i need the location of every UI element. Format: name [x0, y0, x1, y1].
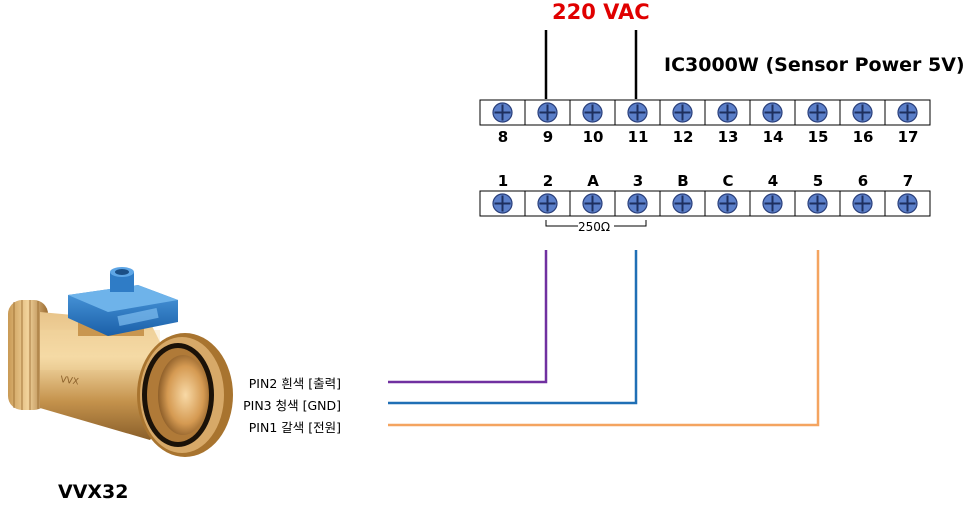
terminal-strip-top — [479, 99, 931, 126]
pin3-label: PIN3 청색 [GND] — [243, 398, 341, 413]
terminal-A — [569, 190, 616, 217]
terminal-number-B: B — [677, 172, 689, 190]
terminal-number-12: 12 — [672, 128, 694, 146]
pin2-label: PIN2 흰색 [출력] — [248, 376, 341, 391]
terminal-C — [704, 190, 751, 217]
terminal-number-9: 9 — [542, 128, 554, 146]
terminal-number-3: 3 — [632, 172, 644, 190]
resistor-bracket — [545, 220, 647, 227]
terminal-number-A: A — [587, 172, 599, 190]
wire-pin1-power — [388, 250, 820, 427]
terminal-number-C: C — [722, 172, 734, 190]
terminal-6 — [839, 190, 886, 217]
terminal-8 — [479, 99, 526, 126]
wiring-diagram: VVX 220 VAC IC3000W (Sensor Power 5V) 8 9… — [8, 0, 965, 503]
terminal-17 — [884, 99, 931, 126]
terminal-7 — [884, 190, 931, 217]
sensor-model-label: VVX32 — [58, 481, 129, 503]
terminal-number-16: 16 — [852, 128, 874, 146]
wire-pin2-output — [388, 250, 548, 384]
terminal-1 — [479, 190, 526, 217]
pin1-label: PIN1 갈색 [전원] — [248, 420, 341, 435]
terminal-number-6: 6 — [857, 172, 869, 190]
terminal-5 — [794, 190, 841, 217]
terminal-4 — [749, 190, 796, 217]
terminal-number-5: 5 — [812, 172, 824, 190]
wire-pin3-gnd — [388, 250, 638, 405]
terminal-number-13: 13 — [717, 128, 739, 146]
terminal-number-10: 10 — [582, 128, 604, 146]
terminal-strip-bottom — [479, 190, 931, 217]
terminal-number-4: 4 — [767, 172, 779, 190]
terminal-14 — [749, 99, 796, 126]
terminal-10 — [569, 99, 616, 126]
svg-text:VVX: VVX — [60, 375, 80, 387]
vvx32-sensor-image: VVX — [8, 267, 233, 457]
terminal-number-15: 15 — [807, 128, 829, 146]
terminal-B — [659, 190, 706, 217]
diagram-canvas: VVX — [8, 30, 931, 457]
terminal-number-7: 7 — [902, 172, 914, 190]
supply-voltage-label: 220 VAC — [552, 0, 650, 24]
terminal-number-1: 1 — [497, 172, 509, 190]
terminal-16 — [839, 99, 886, 126]
terminal-number-8: 8 — [497, 128, 509, 146]
terminal-number-17: 17 — [897, 128, 919, 146]
terminal-12 — [659, 99, 706, 126]
terminal-9 — [524, 99, 571, 126]
terminal-13 — [704, 99, 751, 126]
terminal-15 — [794, 99, 841, 126]
terminal-number-14: 14 — [762, 128, 784, 146]
controller-title: IC3000W (Sensor Power 5V) — [664, 54, 965, 76]
terminal-11 — [614, 99, 661, 126]
terminal-number-2: 2 — [542, 172, 554, 190]
resistor-label: 250Ω — [578, 220, 611, 234]
terminal-3 — [614, 190, 661, 217]
terminal-2 — [524, 190, 571, 217]
terminal-number-11: 11 — [627, 128, 649, 146]
